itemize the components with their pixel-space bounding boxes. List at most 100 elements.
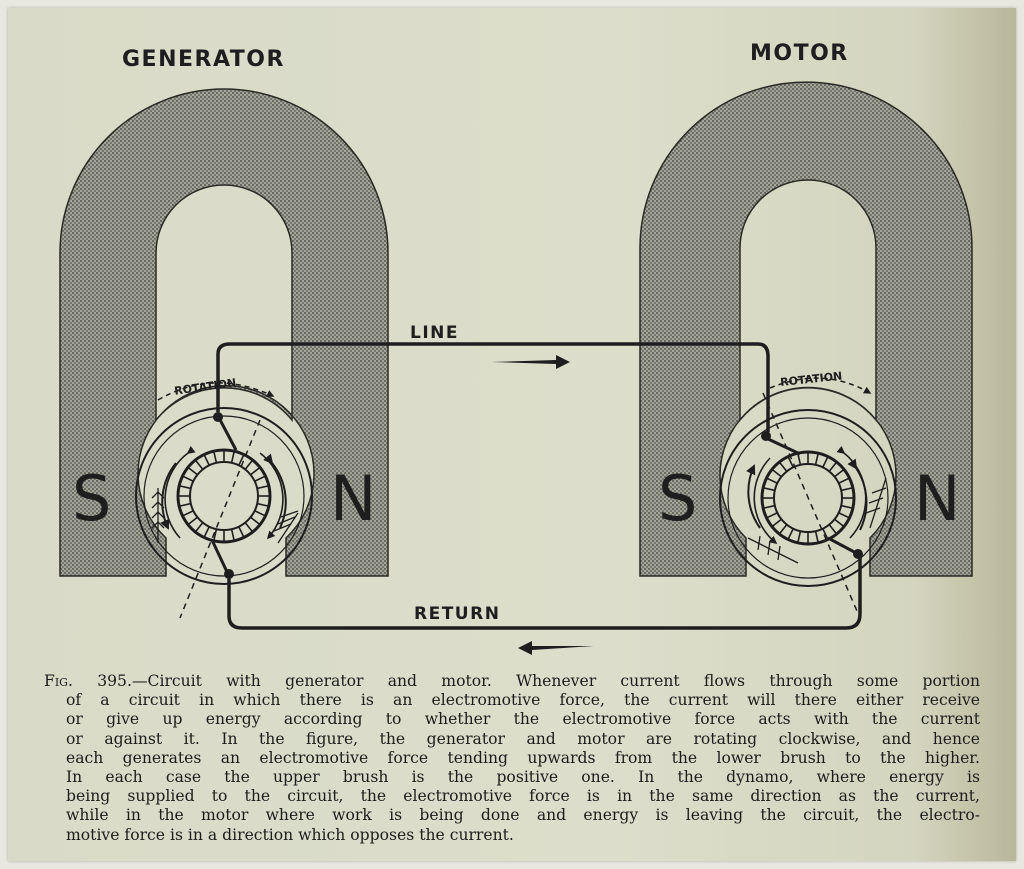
commutator-segment bbox=[840, 504, 854, 510]
commutator-segment bbox=[254, 510, 266, 517]
commutator-segment bbox=[771, 468, 782, 478]
commutator-segment bbox=[178, 502, 192, 508]
commutator-segment bbox=[256, 502, 270, 508]
commutator-segment bbox=[182, 475, 194, 482]
generator-lower-brush bbox=[210, 539, 230, 575]
commutator-segment bbox=[796, 530, 802, 544]
commutator-segment bbox=[178, 484, 192, 490]
commutator-segment bbox=[254, 475, 266, 482]
commutator-segment bbox=[212, 528, 218, 542]
commutator-segment bbox=[787, 456, 794, 468]
commutator-segment bbox=[244, 522, 254, 533]
commutator-segment bbox=[212, 450, 218, 464]
motor-lower-brush-terminal bbox=[853, 549, 863, 559]
generator-rotation-arrow bbox=[157, 382, 275, 401]
motor-rotation-label: ROTATION bbox=[780, 369, 843, 388]
motor-north-pole: N bbox=[914, 462, 960, 535]
generator-armature-outer bbox=[176, 448, 272, 544]
commutator-segment bbox=[182, 510, 194, 517]
commutator-segment bbox=[822, 456, 829, 468]
commutator-segment bbox=[203, 454, 210, 466]
caption-line: or against it. In the figure, the genera… bbox=[66, 729, 980, 748]
generator-field-ring-inner bbox=[143, 415, 305, 577]
generator-north-pole: N bbox=[330, 462, 376, 535]
commutator-segment bbox=[838, 477, 850, 484]
generator-current-arrow bbox=[263, 453, 287, 529]
commutator-segment bbox=[762, 486, 776, 492]
commutator-segment bbox=[796, 452, 802, 466]
commutator-segment bbox=[814, 452, 820, 466]
generator-current-arrow bbox=[259, 452, 284, 540]
motor-feather-arrow bbox=[747, 477, 887, 564]
commutator-segment bbox=[778, 524, 788, 535]
commutator-segment bbox=[194, 459, 204, 470]
commutator-segment bbox=[828, 461, 838, 472]
circuit-diagram: ROTATION S N GENERATOR ROTATION S N MOT bbox=[59, 41, 973, 655]
generator-magnet bbox=[59, 88, 389, 577]
generator-upper-brush-terminal bbox=[213, 412, 223, 422]
generator-title: GENERATOR bbox=[122, 47, 285, 72]
motor-magnet bbox=[639, 81, 973, 577]
return-wire bbox=[227, 558, 862, 630]
generator-current-arrow bbox=[160, 462, 177, 530]
caption-line: Fig. 395.—Circuit with generator and mot… bbox=[44, 672, 980, 690]
caption-line: In each case the upper brush is the posi… bbox=[66, 768, 980, 787]
motor-field-ring-inner bbox=[727, 417, 889, 579]
commutator-segment bbox=[203, 526, 210, 538]
line-label: LINE bbox=[410, 323, 459, 343]
caption-line: of a circuit in which there is an electr… bbox=[66, 691, 980, 710]
commutator-segment bbox=[230, 528, 236, 542]
figure-label: Fig. bbox=[44, 672, 73, 690]
generator-field-ring bbox=[135, 407, 313, 585]
commutator-segment bbox=[766, 512, 778, 519]
commutator-segment bbox=[244, 459, 254, 470]
motor-south-pole: S bbox=[658, 462, 697, 535]
commutator-segment bbox=[238, 526, 245, 538]
motor-commutator-segments bbox=[762, 452, 854, 544]
commutator-segment bbox=[230, 450, 236, 464]
commutator-segment bbox=[256, 484, 270, 490]
return-current-arrow bbox=[518, 641, 594, 655]
commutator-segment bbox=[187, 466, 198, 476]
caption-line: while in the motor where work is being d… bbox=[66, 806, 980, 825]
generator-lower-brush-terminal bbox=[224, 569, 234, 579]
commutator-segment bbox=[814, 530, 820, 544]
commutator-segment bbox=[828, 524, 838, 535]
book-page: ROTATION S N GENERATOR ROTATION S N MOT bbox=[8, 8, 1016, 861]
commutator-segment bbox=[771, 518, 782, 528]
commutator-segment bbox=[766, 477, 778, 484]
motor-upper-brush bbox=[765, 436, 801, 456]
motor-rotation-arrow bbox=[769, 377, 872, 394]
commutator-segment bbox=[194, 522, 204, 533]
figure-number: 395. bbox=[97, 672, 132, 690]
figure-caption: Fig. 395.—Circuit with generator and mot… bbox=[44, 672, 980, 845]
commutator-segment bbox=[822, 528, 829, 540]
motor-neutral-axis bbox=[762, 392, 861, 619]
generator-upper-brush bbox=[216, 415, 238, 451]
motor-current-arrow bbox=[746, 464, 761, 529]
generator-assembly: ROTATION S N GENERATOR bbox=[59, 47, 389, 619]
motor-upper-brush-terminal bbox=[761, 431, 771, 441]
commutator-segment bbox=[787, 528, 794, 540]
commutator-segment bbox=[762, 504, 776, 510]
caption-line: motive force is in a direction which opp… bbox=[66, 825, 514, 844]
commutator-segment bbox=[834, 468, 845, 478]
motor-assembly: ROTATION S N MOTOR bbox=[639, 41, 973, 619]
caption-line: being supplied to the circuit, the elect… bbox=[66, 787, 980, 806]
return-label: RETURN bbox=[414, 604, 500, 624]
line-current-arrow bbox=[492, 355, 570, 369]
commutator-segment bbox=[238, 454, 245, 466]
motor-field-ring bbox=[719, 409, 897, 587]
generator-feather-arrow bbox=[151, 488, 299, 544]
motor-current-arrow bbox=[753, 457, 778, 545]
generator-commutator-segments bbox=[178, 450, 270, 542]
commutator-segment bbox=[840, 486, 854, 492]
motor-current-arrow bbox=[836, 445, 867, 539]
commutator-segment bbox=[778, 461, 788, 472]
caption-line: each generates an electromotive force te… bbox=[66, 748, 980, 767]
generator-commutator bbox=[189, 461, 259, 531]
commutator-segment bbox=[250, 466, 261, 476]
generator-rotation-label: ROTATION bbox=[173, 376, 236, 398]
line-wire bbox=[216, 342, 770, 432]
generator-south-pole: S bbox=[72, 462, 111, 535]
